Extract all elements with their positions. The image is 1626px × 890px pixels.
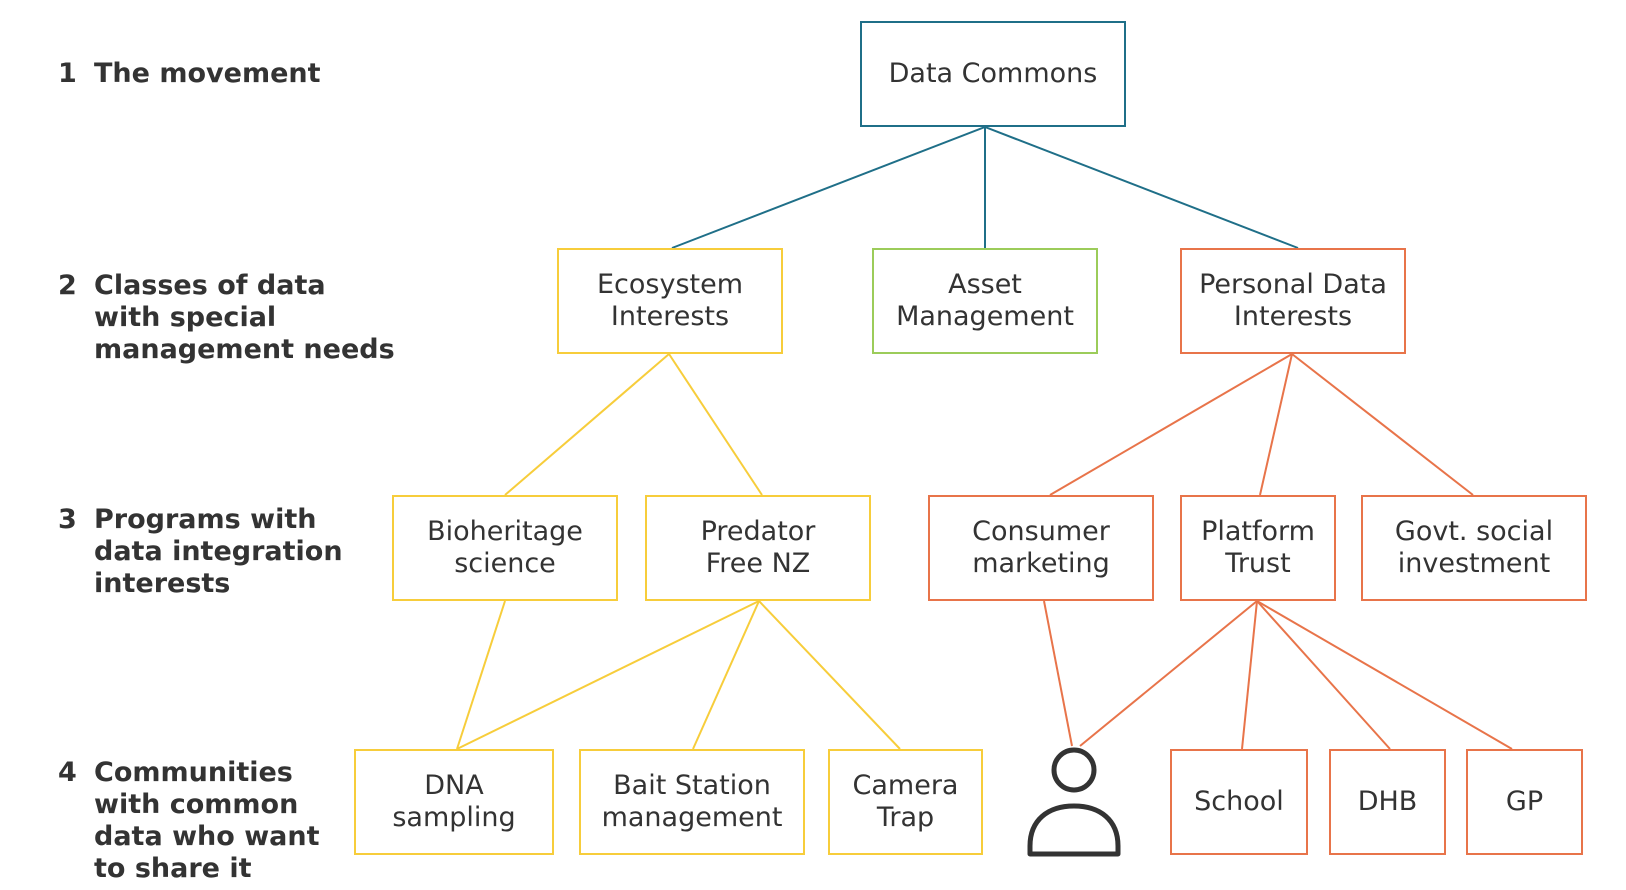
- level-1-text: The movement: [94, 58, 321, 89]
- level-2-label: 2 Classes of data with special managemen…: [58, 270, 438, 370]
- connector-predator-bait: [692, 600, 760, 750]
- connector-platform-gp: [1256, 600, 1513, 750]
- connector-platform-person: [1079, 600, 1258, 747]
- node-platform-trust: Platform Trust: [1180, 495, 1336, 601]
- node-bait-station-management: Bait Station management: [579, 749, 805, 855]
- person-icon: [1027, 747, 1121, 857]
- connector-platform-school: [1241, 600, 1258, 750]
- level-3-number: 3: [58, 504, 77, 535]
- level-4-text: Communities with common data who want to…: [94, 757, 320, 884]
- node-govt-social-investment: Govt. social investment: [1361, 495, 1587, 601]
- connector-personal-platform: [1259, 353, 1293, 496]
- node-gp: GP: [1466, 749, 1583, 855]
- connector-bioheritage-dna: [456, 600, 506, 750]
- connector-consumer-person: [1043, 600, 1073, 747]
- node-dna-sampling: DNA sampling: [354, 749, 554, 855]
- connector-predator-camera: [758, 600, 901, 750]
- node-school: School: [1170, 749, 1308, 855]
- connector-personal-consumer: [1049, 353, 1293, 496]
- level-4-number: 4: [58, 757, 77, 788]
- level-3-label: 3 Programs with data integration interes…: [58, 504, 438, 604]
- node-camera-trap: Camera Trap: [828, 749, 983, 855]
- node-bioheritage-science: Bioheritage science: [392, 495, 618, 601]
- node-asset-management: Asset Management: [872, 248, 1098, 354]
- level-3-text: Programs with data integration interests: [94, 504, 343, 599]
- connector-personal-govt: [1291, 353, 1474, 496]
- connector-commons-ecosystem: [671, 126, 986, 249]
- connector-commons-personal: [984, 126, 1299, 249]
- node-personal-data-interests: Personal Data Interests: [1180, 248, 1406, 354]
- connector-ecosystem-predator: [668, 353, 763, 496]
- level-1-label: 1 The movement: [58, 58, 438, 98]
- level-4-label: 4 Communities with common data who want …: [58, 757, 438, 887]
- node-predator-free-nz: Predator Free NZ: [645, 495, 871, 601]
- connector-ecosystem-bioheritage: [504, 353, 670, 496]
- level-2-number: 2: [58, 270, 77, 301]
- node-data-commons: Data Commons: [860, 21, 1126, 127]
- connector-platform-dhb: [1256, 600, 1391, 750]
- node-consumer-marketing: Consumer marketing: [928, 495, 1154, 601]
- connector-predator-dna: [456, 600, 760, 750]
- node-dhb: DHB: [1329, 749, 1446, 855]
- node-ecosystem-interests: Ecosystem Interests: [557, 248, 783, 354]
- level-2-text: Classes of data with special management …: [94, 270, 395, 365]
- level-1-number: 1: [58, 58, 77, 89]
